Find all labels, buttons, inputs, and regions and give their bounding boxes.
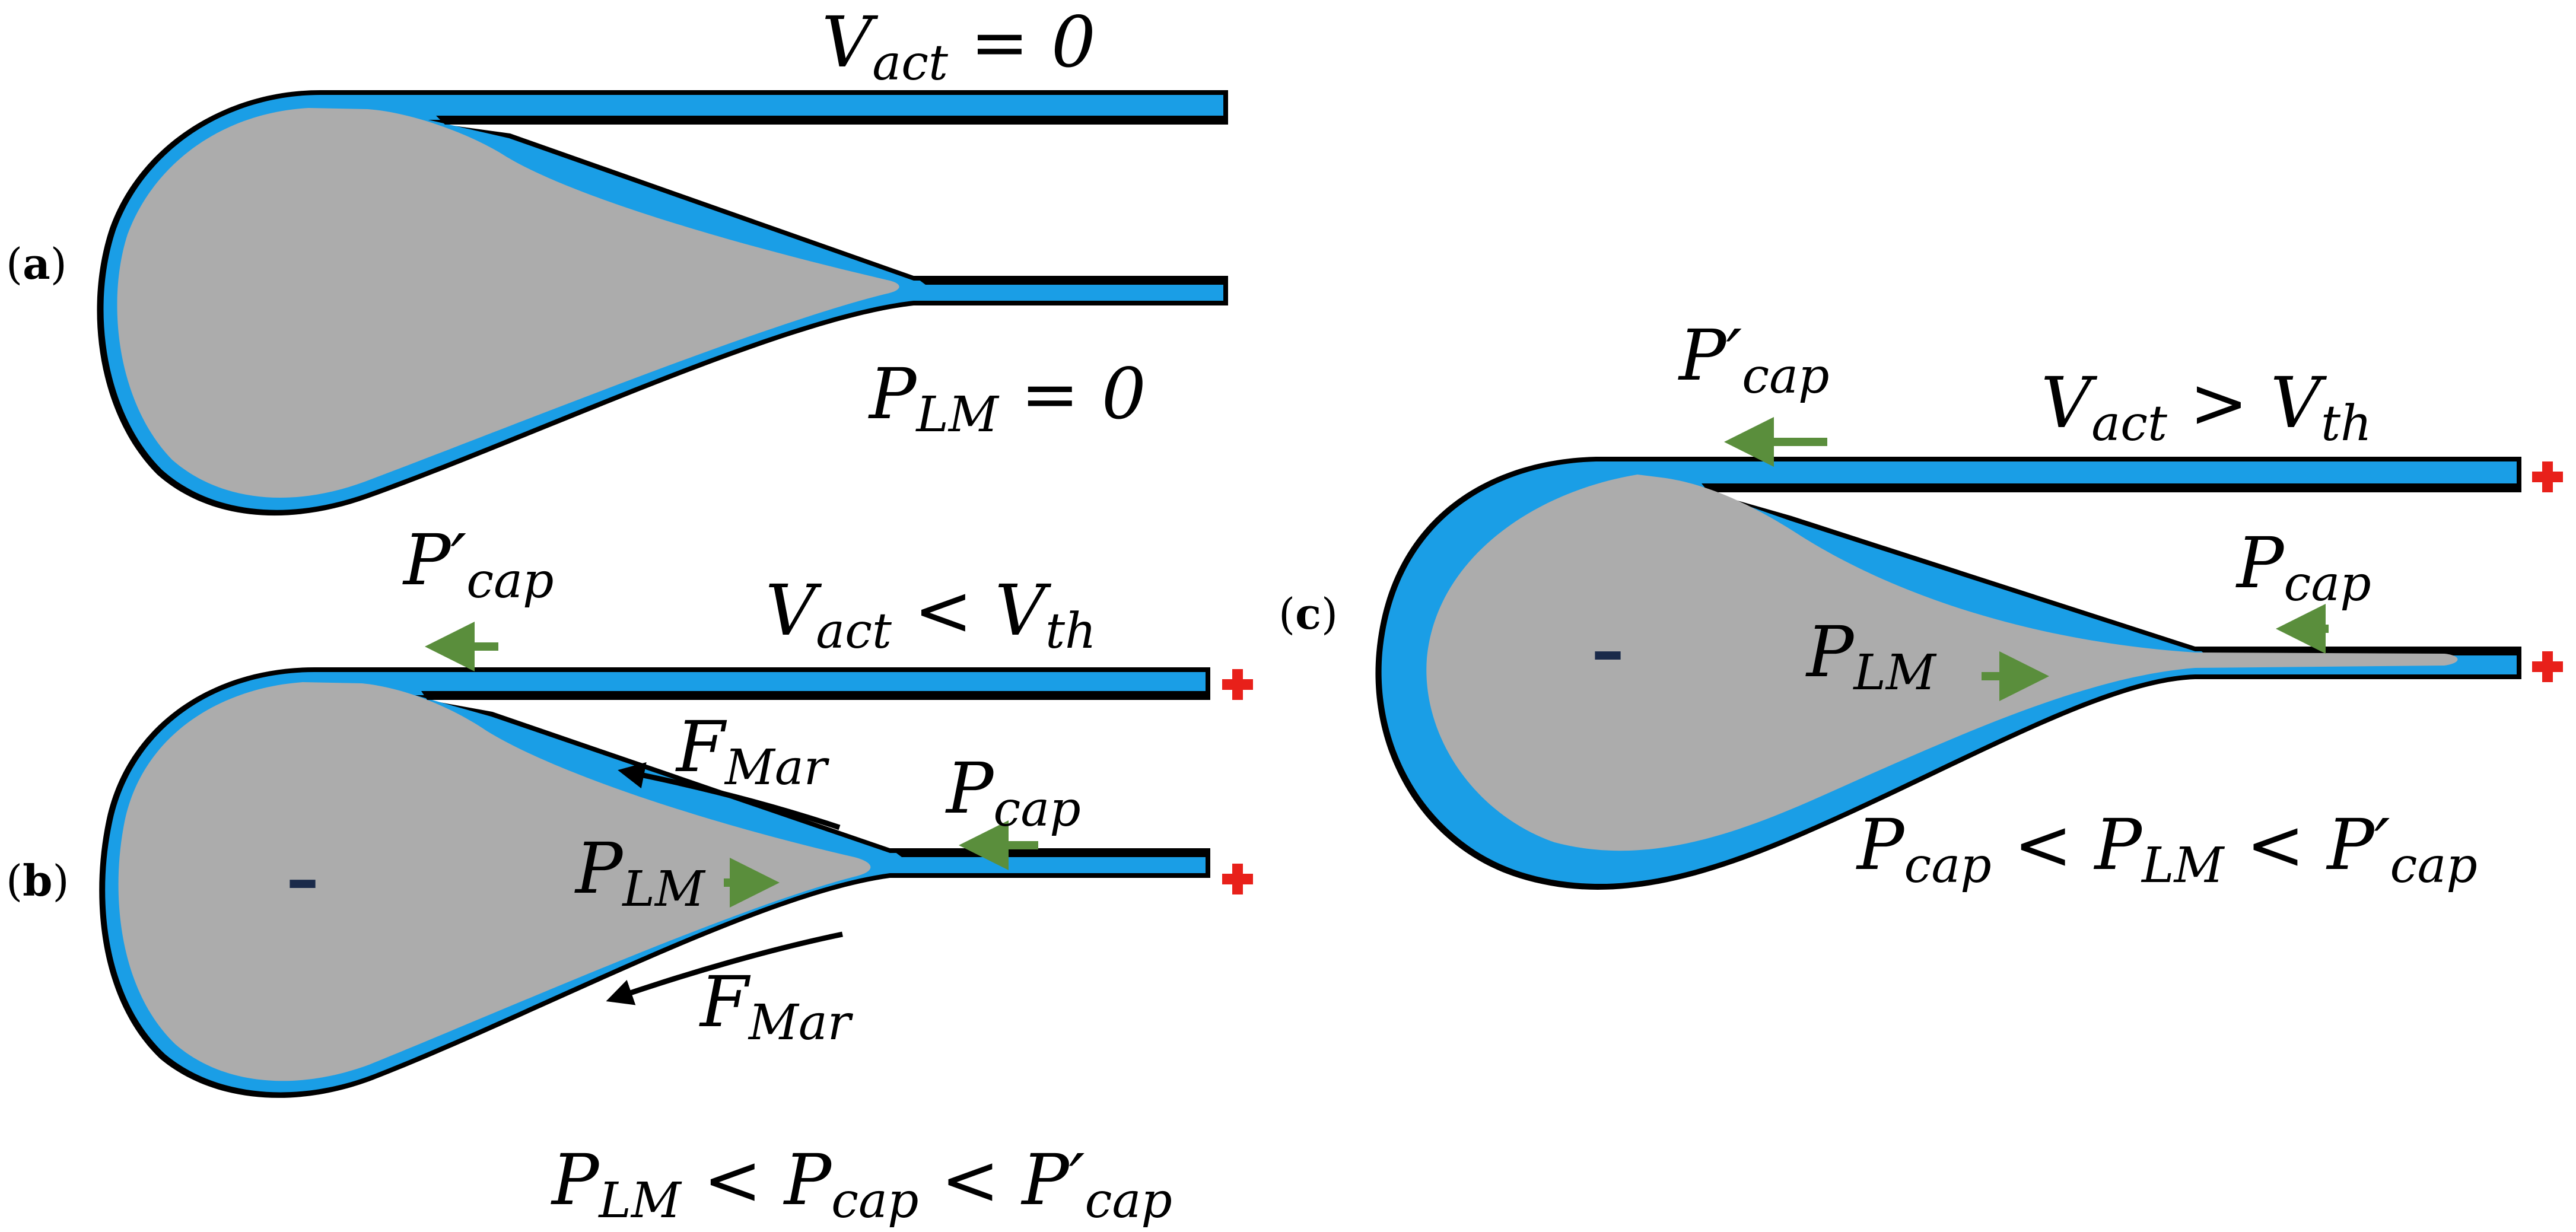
panel-c: – (1375, 417, 2563, 890)
panel-b: – (99, 622, 1253, 1098)
eq-b-bottom: PLM < Pcap < P′cap (551, 1139, 1172, 1229)
label-b-plm: PLM (574, 827, 706, 918)
eq-a-bottom: PLM = 0 (868, 353, 1146, 443)
panel-label-a: (a) (6, 238, 67, 289)
label-b-fmar-top: FMar (675, 706, 830, 796)
plus-icon (1222, 864, 1253, 894)
label-c-pcap: Pcap (2235, 522, 2371, 612)
label-c-plm: PLM (1805, 611, 1937, 701)
label-b-pcap: Pcap (945, 747, 1081, 838)
plus-icon (2532, 651, 2563, 682)
minus-icon: – (1592, 613, 1624, 689)
eq-c-top: Vact > Vth (2041, 362, 2372, 452)
liquid-metal-droplet (117, 108, 899, 498)
liquid-metal-droplet (118, 682, 871, 1081)
panel-label-c: (c) (1279, 588, 1338, 639)
liquid-metal-droplet (1426, 475, 2458, 851)
panel-label-b: (b) (6, 855, 69, 906)
arrow-icon (606, 931, 843, 1005)
plus-icon (1222, 669, 1253, 700)
eq-c-bottom: Pcap < PLM < P′cap (1856, 804, 2478, 894)
label-c-pcap-prime: P′cap (1678, 314, 1830, 405)
label-b-fmar-bottom: FMar (699, 961, 854, 1051)
eq-b-top: Vact < Vth (765, 569, 1096, 660)
eq-a-top: Vact = 0 (822, 1, 1096, 91)
label-b-pcap-prime: P′cap (402, 519, 554, 609)
minus-icon: – (287, 841, 319, 917)
arrow-icon (618, 762, 841, 830)
plus-icon (2532, 461, 2563, 492)
panel-a (97, 90, 1229, 516)
